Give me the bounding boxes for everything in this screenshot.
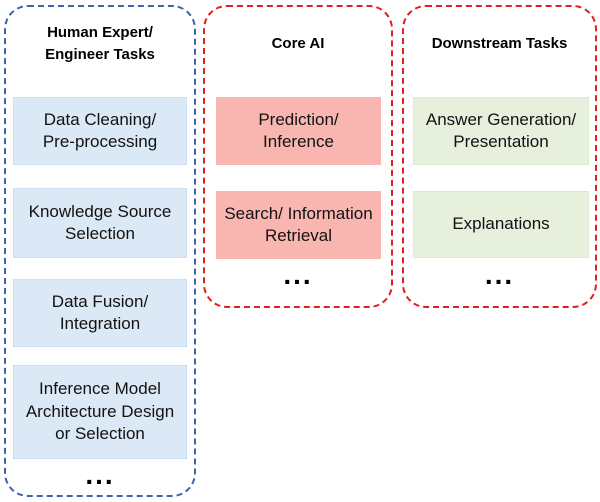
more-tasks-ellipsis-downstream: ... (484, 259, 515, 290)
task-box-data-cleaning-preprocessing: Data Cleaning/ Pre-processing (13, 97, 187, 165)
more-tasks-ellipsis-core-ai: ... (283, 259, 313, 290)
column-title-downstream-tasks: Downstream Tasks (431, 35, 568, 53)
column-human-expert-tasks: Human Expert/ Engineer Tasks Data Cleani… (4, 5, 196, 497)
task-box-inference-model-architecture: Inference Model Architecture Design or S… (13, 365, 187, 459)
column-title-human-expert-tasks: Human Expert/ Engineer Tasks (45, 24, 155, 63)
column-title-core-ai: Core AI (271, 35, 325, 53)
column-core-ai: Core AI Prediction/ Inference Search/ In… (203, 5, 393, 308)
task-box-knowledge-source-selection: Knowledge Source Selection (13, 188, 187, 258)
more-tasks-ellipsis-human: ... (85, 459, 115, 490)
task-box-explanations: Explanations (413, 191, 589, 258)
column-downstream-tasks: Downstream Tasks Answer Generation/ Pres… (402, 5, 597, 308)
task-box-search-information-retrieval: Search/ Information Retrieval (216, 191, 381, 259)
task-box-data-fusion-integration: Data Fusion/ Integration (13, 279, 187, 347)
task-box-prediction-inference: Prediction/ Inference (216, 97, 381, 165)
task-box-answer-generation-presentation: Answer Generation/ Presentation (413, 97, 589, 165)
